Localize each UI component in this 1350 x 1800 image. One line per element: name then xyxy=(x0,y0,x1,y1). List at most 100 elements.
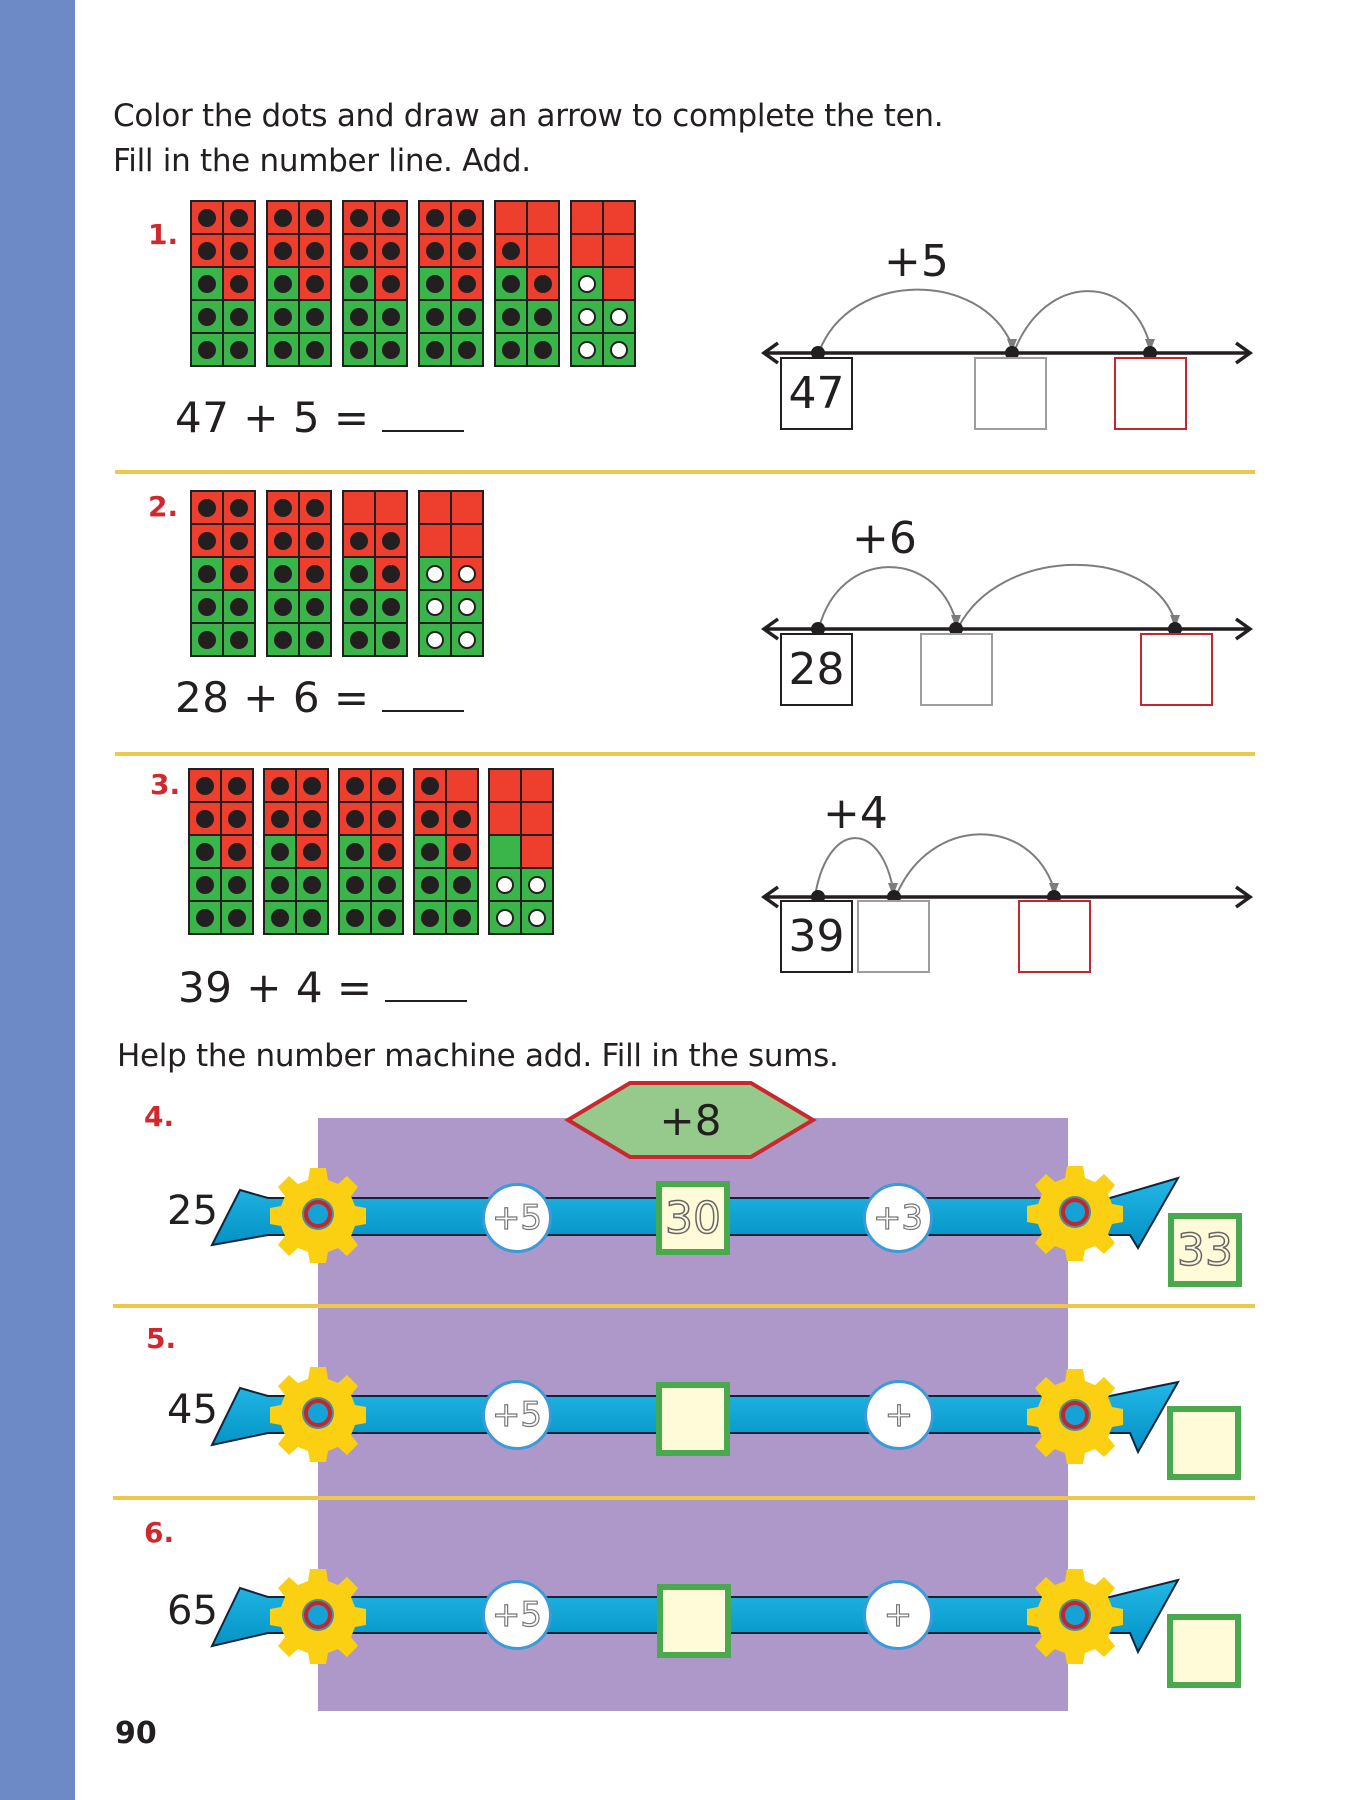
green-cell[interactable] xyxy=(415,869,445,900)
green-cell[interactable] xyxy=(224,334,254,365)
red-cell[interactable] xyxy=(490,803,520,834)
green-cell[interactable] xyxy=(297,902,327,933)
empty-dot-icon[interactable] xyxy=(496,908,514,927)
red-cell[interactable] xyxy=(300,235,330,266)
red-cell[interactable] xyxy=(268,525,298,556)
number-line-3-sum-box[interactable] xyxy=(1018,900,1091,973)
red-cell[interactable] xyxy=(300,202,330,233)
green-cell[interactable] xyxy=(344,268,374,299)
red-cell[interactable] xyxy=(528,268,558,299)
red-cell[interactable] xyxy=(372,836,402,867)
green-cell[interactable] xyxy=(340,836,370,867)
green-cell[interactable] xyxy=(447,902,477,933)
red-cell[interactable] xyxy=(420,202,450,233)
red-cell[interactable] xyxy=(415,770,445,801)
green-cell[interactable] xyxy=(190,902,220,933)
green-cell[interactable] xyxy=(572,334,602,365)
green-cell[interactable] xyxy=(297,869,327,900)
red-cell[interactable] xyxy=(452,202,482,233)
red-cell[interactable] xyxy=(452,558,482,589)
green-cell[interactable] xyxy=(192,624,222,655)
green-cell[interactable] xyxy=(420,301,450,332)
empty-dot-icon[interactable] xyxy=(578,340,596,359)
number-line-3-ten-box[interactable] xyxy=(857,900,930,973)
red-cell[interactable] xyxy=(372,803,402,834)
red-cell[interactable] xyxy=(372,770,402,801)
green-cell[interactable] xyxy=(528,334,558,365)
red-cell[interactable] xyxy=(224,235,254,266)
green-cell[interactable] xyxy=(376,624,406,655)
green-cell[interactable] xyxy=(415,902,445,933)
green-cell[interactable] xyxy=(522,902,552,933)
green-cell[interactable] xyxy=(222,902,252,933)
green-cell[interactable] xyxy=(572,268,602,299)
green-cell[interactable] xyxy=(372,869,402,900)
red-cell[interactable] xyxy=(300,268,330,299)
red-cell[interactable] xyxy=(522,770,552,801)
row-6-step-2[interactable]: + xyxy=(863,1580,933,1650)
green-cell[interactable] xyxy=(192,268,222,299)
green-cell[interactable] xyxy=(300,334,330,365)
green-cell[interactable] xyxy=(496,301,526,332)
red-cell[interactable] xyxy=(447,770,477,801)
green-cell[interactable] xyxy=(344,558,374,589)
row-5-step-2[interactable]: + xyxy=(864,1380,934,1450)
red-cell[interactable] xyxy=(420,492,450,523)
green-cell[interactable] xyxy=(190,869,220,900)
green-cell[interactable] xyxy=(447,869,477,900)
empty-dot-icon[interactable] xyxy=(528,875,546,894)
red-cell[interactable] xyxy=(376,492,406,523)
green-cell[interactable] xyxy=(340,869,370,900)
green-cell[interactable] xyxy=(222,869,252,900)
red-cell[interactable] xyxy=(452,525,482,556)
red-cell[interactable] xyxy=(268,492,298,523)
green-cell[interactable] xyxy=(344,624,374,655)
green-cell[interactable] xyxy=(344,591,374,622)
green-cell[interactable] xyxy=(300,624,330,655)
red-cell[interactable] xyxy=(572,235,602,266)
empty-dot-icon[interactable] xyxy=(528,908,546,927)
red-cell[interactable] xyxy=(496,235,526,266)
red-cell[interactable] xyxy=(300,525,330,556)
red-cell[interactable] xyxy=(528,202,558,233)
red-cell[interactable] xyxy=(572,202,602,233)
red-cell[interactable] xyxy=(297,803,327,834)
red-cell[interactable] xyxy=(340,803,370,834)
answer-blank[interactable] xyxy=(384,964,467,1002)
green-cell[interactable] xyxy=(300,591,330,622)
green-cell[interactable] xyxy=(300,301,330,332)
red-cell[interactable] xyxy=(268,235,298,266)
red-cell[interactable] xyxy=(528,235,558,266)
green-cell[interactable] xyxy=(265,836,295,867)
green-cell[interactable] xyxy=(268,301,298,332)
empty-dot-icon[interactable] xyxy=(610,340,628,359)
green-cell[interactable] xyxy=(420,591,450,622)
red-cell[interactable] xyxy=(224,492,254,523)
green-cell[interactable] xyxy=(452,301,482,332)
empty-dot-icon[interactable] xyxy=(426,630,444,649)
red-cell[interactable] xyxy=(447,803,477,834)
red-cell[interactable] xyxy=(300,492,330,523)
green-cell[interactable] xyxy=(490,902,520,933)
red-cell[interactable] xyxy=(604,268,634,299)
green-cell[interactable] xyxy=(522,869,552,900)
red-cell[interactable] xyxy=(376,525,406,556)
empty-dot-icon[interactable] xyxy=(578,307,596,326)
green-cell[interactable] xyxy=(415,836,445,867)
red-cell[interactable] xyxy=(192,492,222,523)
red-cell[interactable] xyxy=(376,235,406,266)
green-cell[interactable] xyxy=(224,301,254,332)
row-4-output-box[interactable]: 33 xyxy=(1168,1213,1242,1287)
red-cell[interactable] xyxy=(222,836,252,867)
green-cell[interactable] xyxy=(265,869,295,900)
red-cell[interactable] xyxy=(344,525,374,556)
red-cell[interactable] xyxy=(344,202,374,233)
green-cell[interactable] xyxy=(528,301,558,332)
green-cell[interactable] xyxy=(496,334,526,365)
red-cell[interactable] xyxy=(490,770,520,801)
green-cell[interactable] xyxy=(376,334,406,365)
green-cell[interactable] xyxy=(224,624,254,655)
green-cell[interactable] xyxy=(420,334,450,365)
number-line-1-sum-box[interactable] xyxy=(1114,357,1187,430)
empty-dot-icon[interactable] xyxy=(578,274,596,293)
